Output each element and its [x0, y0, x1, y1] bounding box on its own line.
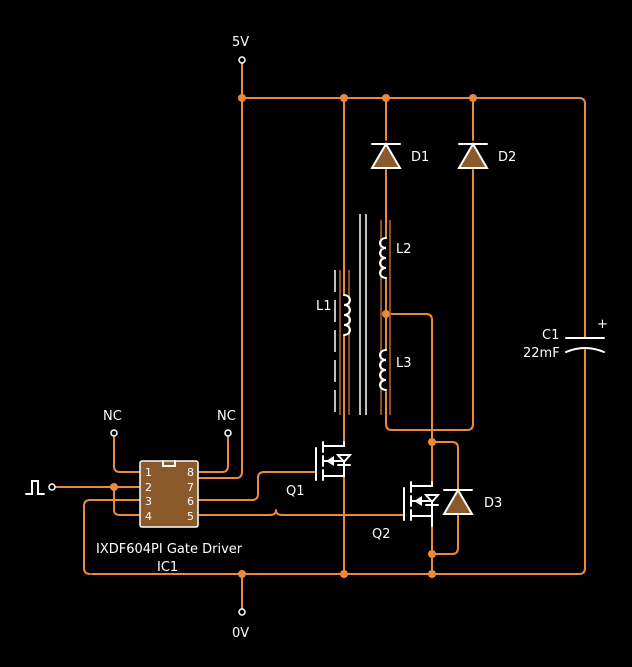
- label-l1: L1: [316, 299, 332, 314]
- junction-node: [428, 438, 436, 446]
- pulse-source-icon: [25, 480, 45, 495]
- label-nc-left: NC: [103, 409, 122, 424]
- transformer-core: [334, 214, 367, 415]
- wire-gnd-rail: [91, 359, 586, 575]
- diode-d1: [370, 142, 402, 169]
- wire-pin1-nc: [113, 436, 141, 473]
- junction-5v: [238, 94, 246, 102]
- wire-pin4: [113, 499, 141, 516]
- mosfet-q2: [403, 481, 441, 527]
- label-q1: Q1: [286, 484, 305, 499]
- diode-d2: [457, 142, 489, 169]
- wire-top-rail: [241, 97, 586, 301]
- ic-pin-8: 8: [187, 466, 194, 479]
- junction-d1-top: [382, 94, 390, 102]
- label-l3: L3: [396, 356, 412, 371]
- terminal-input: [48, 483, 56, 491]
- ic-pin-7: 7: [187, 481, 194, 494]
- label-nc-right: NC: [217, 409, 236, 424]
- wire-d2-down: [385, 169, 474, 431]
- mosfet-q1: [315, 441, 353, 481]
- diode-d3: [442, 488, 474, 515]
- terminal-nc-right: [224, 429, 232, 437]
- label-c1-value: 22mF: [523, 346, 560, 361]
- inductor-l3: [379, 349, 387, 391]
- junction-gnd-q2: [428, 570, 436, 578]
- text-labels: 5V 0V NC NC D1 D2 D3 L1 L2 L3 Q1 Q2 C1 2…: [96, 35, 608, 641]
- wire-node-to-d3: [431, 441, 459, 491]
- label-d1: D1: [411, 150, 429, 165]
- label-l2: L2: [396, 242, 412, 257]
- label-q2: Q2: [372, 527, 391, 542]
- junction-gnd-0v: [238, 570, 246, 578]
- wires: [54, 59, 586, 613]
- label-ic-part: IXDF604PI Gate Driver: [96, 542, 243, 557]
- label-d2: D2: [498, 150, 516, 165]
- ic-pin-2: 2: [145, 481, 152, 494]
- label-c1-name: C1: [542, 328, 559, 343]
- capacitor-c1: [565, 337, 605, 353]
- terminal-0v: [238, 608, 246, 616]
- label-0v: 0V: [232, 626, 249, 641]
- label-ic-ref: IC1: [157, 560, 178, 575]
- label-d3: D3: [484, 496, 502, 511]
- terminal-nc-left: [110, 429, 118, 437]
- ic-pin-5: 5: [187, 510, 194, 523]
- wire-left-loop: [83, 499, 115, 575]
- wire-junction-to-d3: [385, 313, 433, 443]
- label-5v: 5V: [232, 35, 249, 50]
- inductor-l2: [379, 237, 387, 279]
- wire-5v-to-ic: [197, 97, 243, 479]
- wire-input: [54, 486, 115, 501]
- ic1-body: [139, 460, 199, 528]
- junction-gnd-q1: [340, 570, 348, 578]
- wire-d3-bottom: [431, 513, 459, 555]
- wire-pin6-q1: [197, 471, 317, 501]
- wire-pin8-nc: [197, 436, 229, 473]
- ic-pin-4: 4: [145, 510, 152, 523]
- junction-l2l3: [382, 310, 390, 318]
- junction-input: [110, 483, 118, 491]
- junction-d3-bottom: [428, 550, 436, 558]
- terminals: [48, 56, 246, 616]
- ic-pin-numbers: 1 2 3 4 8 7 6 5: [145, 466, 194, 523]
- junctions: [110, 94, 477, 578]
- ic-pin-6: 6: [187, 495, 194, 508]
- inductor-l1: [343, 294, 351, 336]
- terminal-5v: [238, 56, 246, 64]
- wire-pin5-q2: [197, 509, 405, 516]
- junction-l1-top: [340, 94, 348, 102]
- label-c1-plus: +: [597, 317, 608, 332]
- ic-pin-3: 3: [145, 495, 152, 508]
- ic-pin-1: 1: [145, 466, 152, 479]
- junction-d2-top: [469, 94, 477, 102]
- wire-rail-to-d1: [343, 97, 387, 141]
